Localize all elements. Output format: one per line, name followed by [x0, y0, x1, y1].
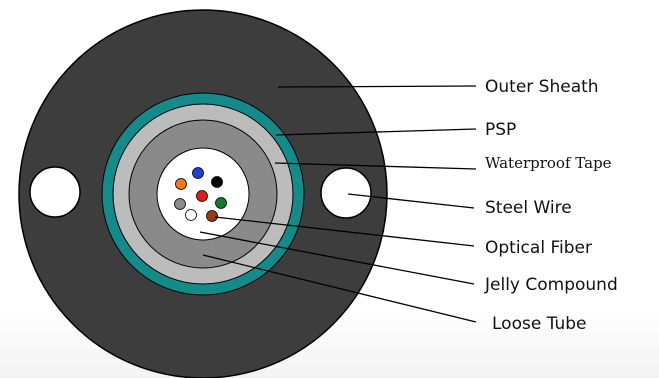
- optical-fiber-4: [196, 190, 208, 202]
- optical-fiber-1: [192, 167, 204, 179]
- label-psp: PSP: [485, 120, 516, 140]
- leader-line-jelly-compound: [199, 231, 475, 285]
- leader-line-steel-wire: [347, 193, 475, 209]
- optical-fiber-6: [174, 198, 186, 210]
- steel-wire-left: [29, 166, 81, 218]
- label-jelly-compound: Jelly Compound: [484, 275, 618, 295]
- leader-line-outer-sheath: [277, 85, 477, 88]
- optical-fiber-7: [185, 209, 197, 221]
- steel-wire-right: [320, 167, 372, 219]
- optical-fiber-8: [206, 210, 218, 222]
- optical-fiber-3: [175, 178, 187, 190]
- label-outer-sheath: Outer Sheath: [485, 77, 599, 97]
- label-steel-wire: Steel Wire: [485, 198, 572, 218]
- optical-fiber-2: [211, 176, 223, 188]
- label-optical-fiber: Optical Fiber: [485, 238, 592, 258]
- label-waterproof-tape: Waterproof Tape: [485, 154, 612, 172]
- leader-line-waterproof-tape: [274, 162, 477, 170]
- leader-line-optical-fiber: [214, 216, 475, 247]
- label-loose-tube: Loose Tube: [492, 314, 587, 334]
- leader-line-loose-tube: [202, 254, 477, 323]
- leader-line-psp: [275, 128, 477, 136]
- optical-fiber-5: [215, 197, 227, 209]
